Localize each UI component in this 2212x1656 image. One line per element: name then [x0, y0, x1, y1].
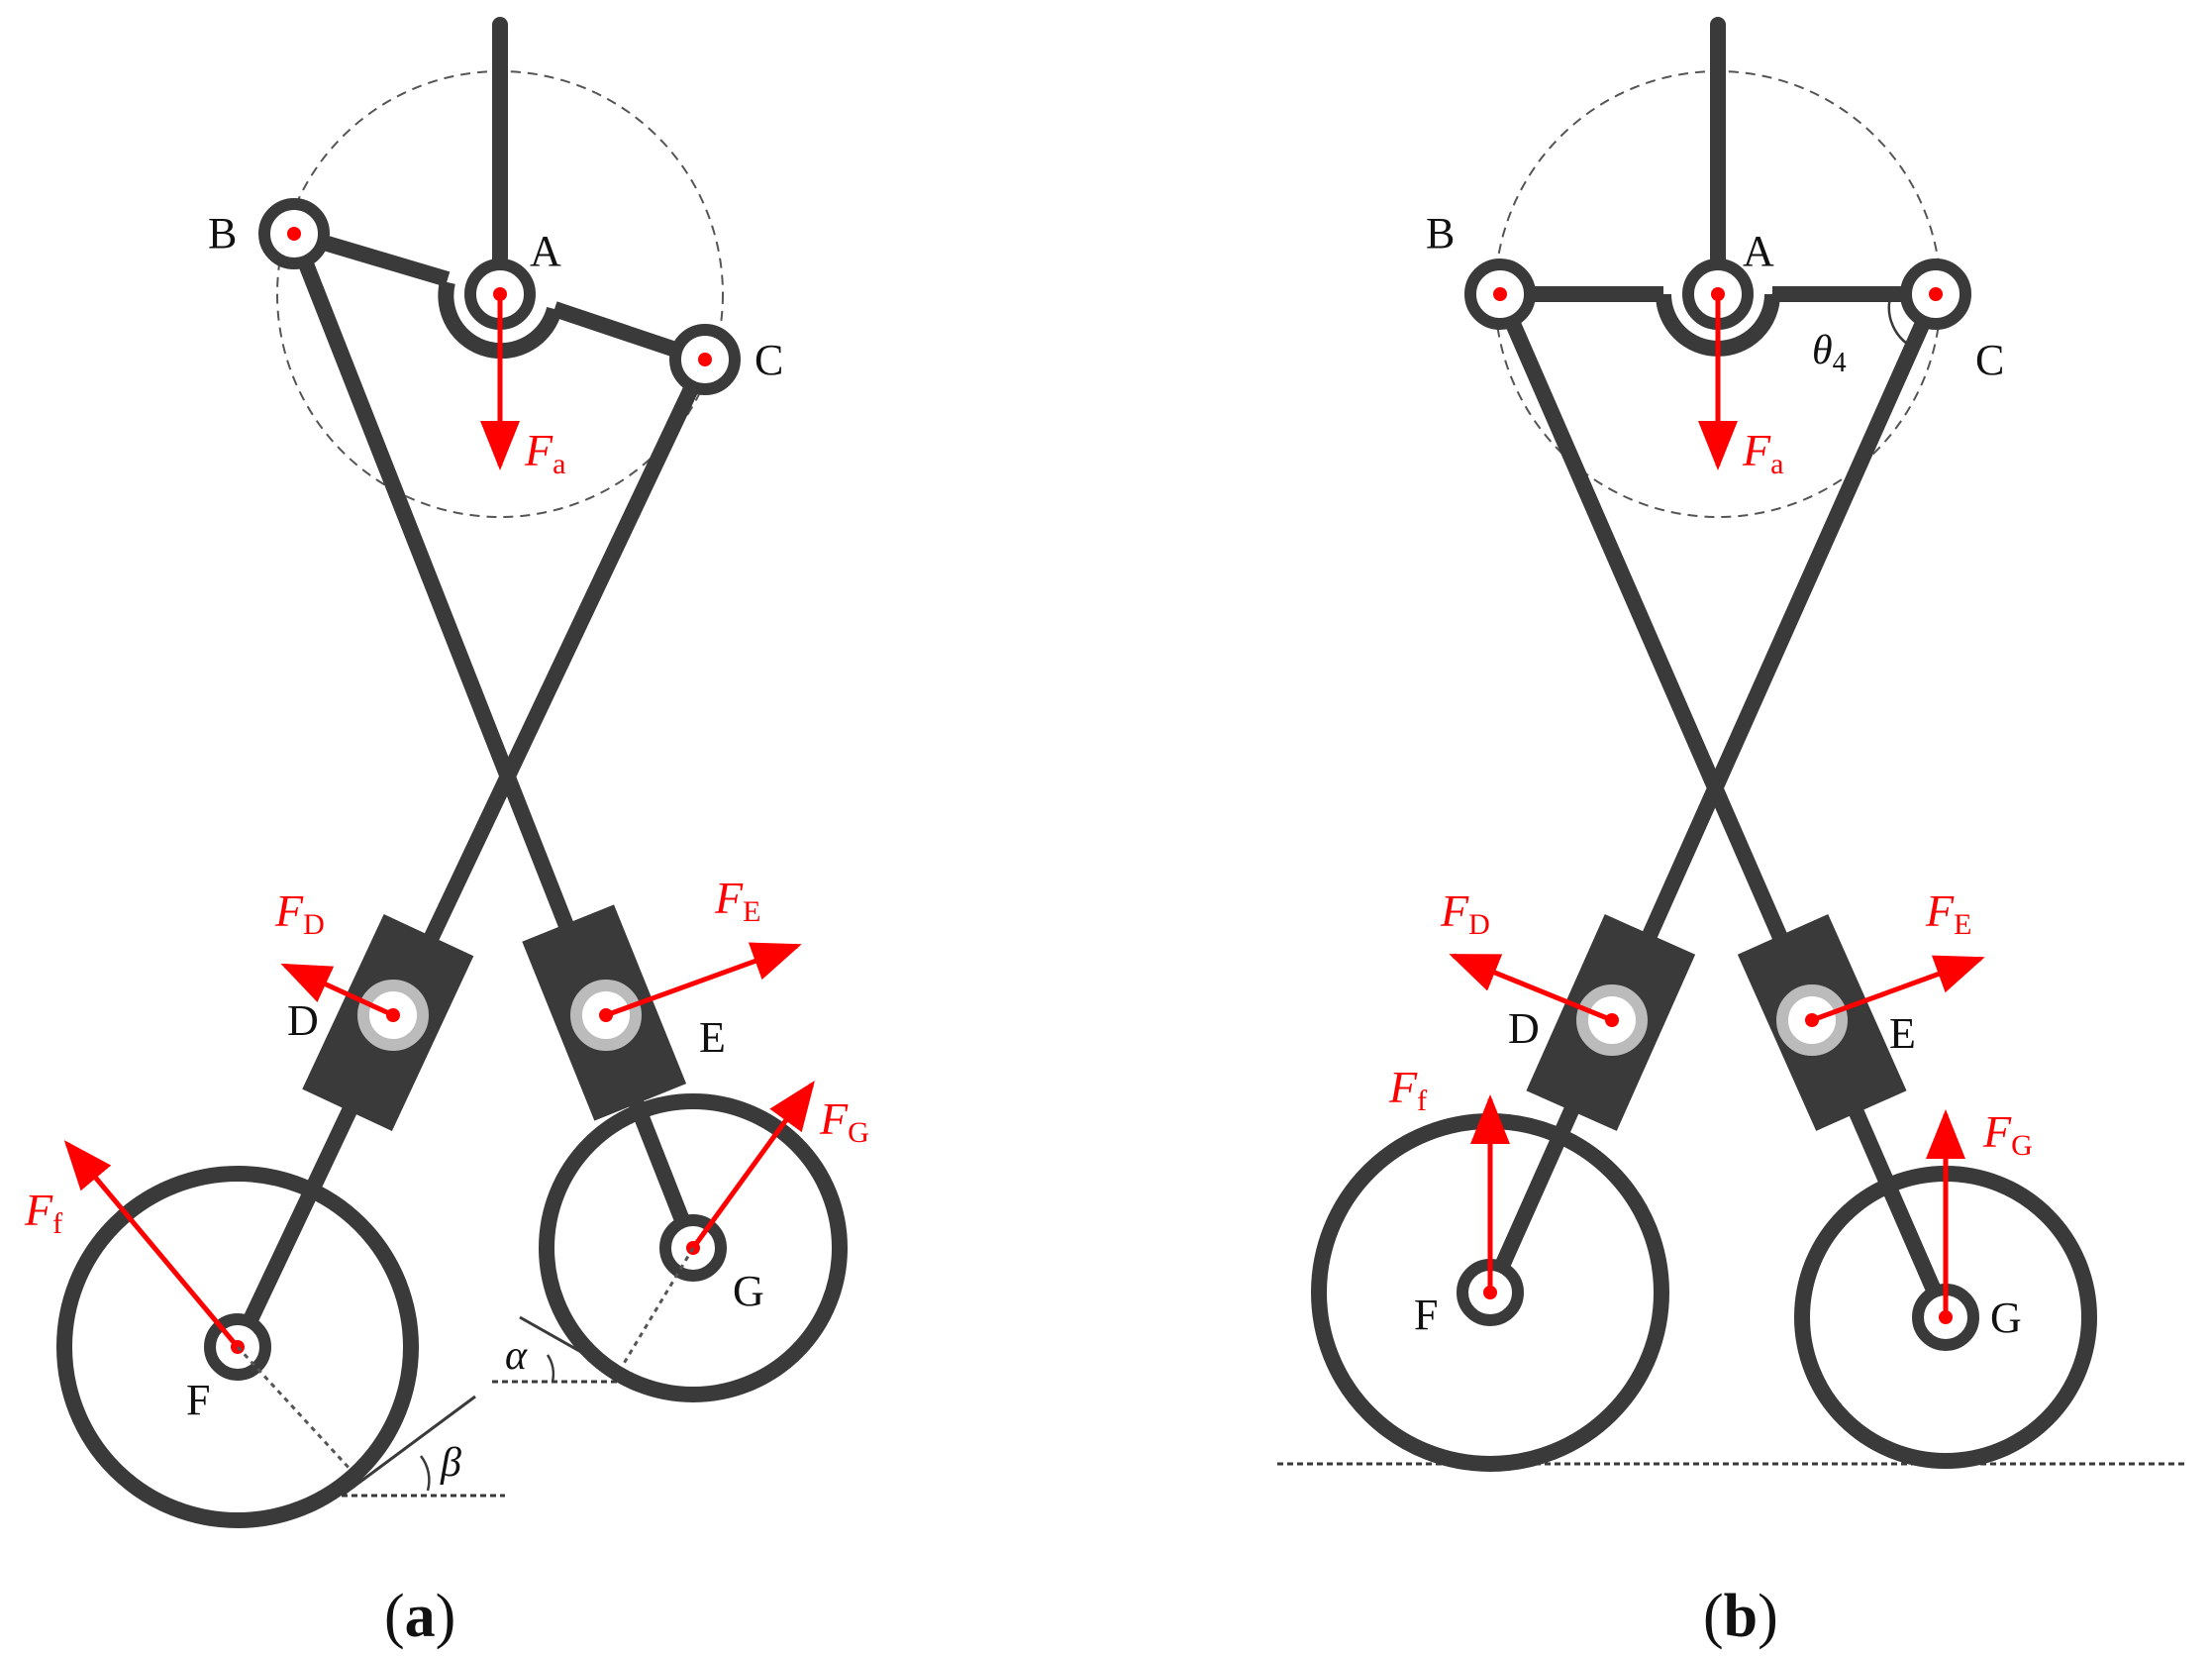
wheel-G [539, 1093, 848, 1402]
force-arrow-FD [1449, 953, 1613, 1023]
force-arrow-FD [280, 963, 395, 1018]
label-A: A [1743, 227, 1774, 275]
force-label-Ff: Ff [24, 1185, 62, 1240]
joint-B [1464, 259, 1536, 330]
label-G: G [733, 1267, 764, 1315]
slope-line-G [519, 1315, 635, 1384]
label-E: E [1889, 1009, 1916, 1058]
label-C: C [754, 336, 783, 384]
link-B-G [1492, 286, 1954, 1325]
angle-label-alpha: α [505, 1333, 528, 1379]
slope-line-F [341, 1395, 476, 1498]
label-B: B [1426, 209, 1455, 258]
joint-C [1900, 259, 1971, 330]
force-label-FG: FG [1982, 1106, 2033, 1162]
angle-label-beta: β [440, 1440, 461, 1486]
label-G: G [1990, 1294, 2022, 1342]
force-arrow-FG [690, 1080, 815, 1250]
joint-B [258, 198, 330, 269]
force-arrow-FE [1811, 955, 1985, 1023]
force-label-FD: FD [1440, 885, 1490, 941]
force-label-Ff: Ff [1388, 1062, 1427, 1117]
angle-label-theta4: θ4 [1812, 328, 1847, 378]
normal-dotted-F [236, 1345, 353, 1473]
link-C-F [1482, 286, 1944, 1300]
label-F: F [186, 1376, 210, 1424]
joint-C [669, 324, 741, 395]
force-label-Fa: Fa [1742, 425, 1783, 480]
panel-b: B A C D E F G Fa FD FE Ff FG θ4 (b) [1277, 17, 2188, 1650]
force-label-FD: FD [274, 885, 325, 941]
force-label-Fa: Fa [524, 425, 565, 480]
caption-b: (b) [1703, 1583, 1778, 1650]
panel-a: B A C D E F G Fa FD FE FG Ff β α (a) [24, 17, 869, 1650]
angle-arc-theta4 [1887, 293, 1917, 351]
label-F: F [1414, 1291, 1438, 1339]
label-D: D [1508, 1004, 1540, 1053]
angle-arc-alpha [546, 1354, 555, 1383]
wheel-F [56, 1166, 419, 1528]
link-C-F [230, 352, 713, 1355]
label-E: E [699, 1013, 726, 1062]
angle-arc-beta [419, 1455, 431, 1492]
caption-a: (a) [384, 1583, 455, 1650]
label-A: A [530, 227, 561, 275]
label-B: B [208, 209, 237, 258]
force-label-FG: FG [819, 1093, 869, 1149]
force-label-FE: FE [1925, 885, 1971, 941]
force-arrow-Ff [63, 1140, 240, 1349]
normal-dotted-G [620, 1247, 695, 1368]
label-C: C [1975, 336, 2004, 384]
label-D: D [287, 996, 319, 1045]
force-label-FE: FE [714, 873, 760, 928]
force-arrow-FE [605, 942, 802, 1018]
